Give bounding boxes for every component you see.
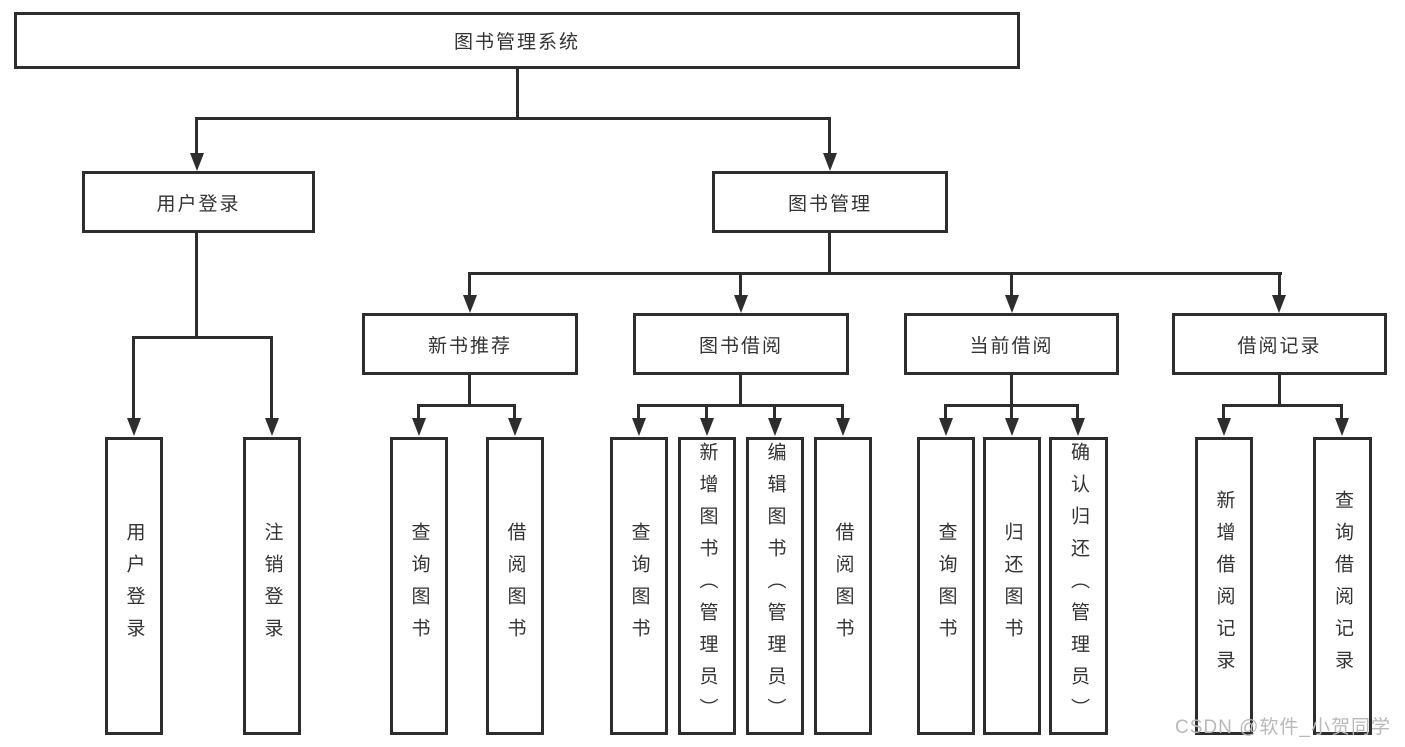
arrow-down-icon	[265, 418, 279, 436]
node-root-label: 图书管理系统	[453, 32, 580, 53]
leaf-edit-book-admin: 编辑图书（管理员）	[746, 437, 804, 735]
connector-vline	[1076, 404, 1079, 420]
leaf-user-login: 用户登录	[105, 437, 163, 735]
leaf-return-book: 归还图书	[983, 437, 1041, 735]
leaf-logout: 注销登录	[243, 437, 301, 735]
leaf-confirm-return-admin: 确认归还（管理员）	[1049, 437, 1108, 735]
node-new-book-recommend-label: 新书推荐	[427, 335, 512, 357]
leaf-query-books-current: 查询图书	[917, 437, 975, 735]
leaf-add-book-admin: 新增图书（管理员）	[678, 437, 736, 735]
arrow-down-icon	[190, 153, 204, 171]
arrow-down-icon	[734, 295, 748, 313]
leaf-borrow-books-recommend: 借阅图书	[486, 437, 544, 735]
connector-vline	[468, 272, 471, 296]
node-book-borrow: 图书借阅	[633, 313, 849, 375]
node-new-book-recommend: 新书推荐	[362, 313, 578, 375]
node-root: 图书管理系统	[14, 12, 1020, 69]
leaf-edit-book-admin-label: 编辑图书（管理员）	[764, 442, 786, 730]
connector-vline	[516, 68, 519, 120]
leaf-borrow-books-recommend-label: 借阅图书	[504, 522, 526, 650]
connector-vline	[195, 233, 198, 339]
connector-vline	[1278, 375, 1281, 407]
leaf-confirm-return-admin-label: 确认归还（管理员）	[1068, 442, 1089, 730]
arrow-down-icon	[127, 418, 141, 436]
connector-vline	[739, 375, 742, 407]
leaf-borrow-books: 借阅图书	[814, 437, 872, 735]
connector-vline	[705, 404, 708, 420]
arrow-down-icon	[1335, 418, 1349, 436]
arrow-down-icon	[1071, 418, 1085, 436]
arrow-down-icon	[1217, 418, 1231, 436]
connector-vline	[1222, 404, 1225, 420]
arrow-down-icon	[508, 418, 522, 436]
node-current-borrow: 当前借阅	[904, 313, 1119, 375]
arrow-down-icon	[412, 418, 426, 436]
connector-hline	[1222, 404, 1343, 407]
leaf-user-login-label: 用户登录	[123, 522, 145, 650]
node-book-management: 图书管理	[712, 171, 948, 233]
connector-vline	[1340, 404, 1343, 420]
connector-vline	[1278, 272, 1281, 296]
leaf-logout-label: 注销登录	[261, 522, 283, 650]
leaf-query-borrow-record-label: 查询借阅记录	[1332, 490, 1353, 682]
connector-hline	[637, 404, 844, 407]
connector-vline	[1010, 375, 1013, 407]
connector-vline	[637, 404, 640, 420]
arrow-down-icon	[836, 418, 850, 436]
arrow-down-icon	[823, 153, 837, 171]
connector-hline	[132, 336, 273, 339]
connector-vline	[828, 117, 831, 155]
leaf-query-books-borrow-label: 查询图书	[628, 522, 650, 650]
connector-vline	[944, 404, 947, 420]
connector-vline	[417, 404, 420, 420]
leaf-borrow-books-label: 借阅图书	[832, 522, 854, 650]
leaf-add-borrow-record-label: 新增借阅记录	[1213, 490, 1235, 682]
connector-vline	[739, 272, 742, 296]
connector-vline	[132, 336, 135, 420]
connector-vline	[468, 375, 471, 407]
leaf-query-books-current-label: 查询图书	[935, 522, 957, 650]
arrow-down-icon	[1005, 418, 1019, 436]
arrow-down-icon	[463, 295, 477, 313]
node-user-login: 用户登录	[82, 171, 315, 233]
connector-vline	[195, 117, 198, 155]
leaf-query-books-recommend: 查询图书	[390, 437, 448, 735]
connector-vline	[270, 336, 273, 420]
connector-vline	[773, 404, 776, 420]
leaf-add-book-admin-label: 新增图书（管理员）	[696, 442, 718, 730]
arrow-down-icon	[768, 418, 782, 436]
arrow-down-icon	[939, 418, 953, 436]
node-book-borrow-label: 图书借阅	[698, 335, 783, 357]
watermark-text: CSDN @软件_小贺同学	[1175, 717, 1391, 738]
connector-vline	[841, 404, 844, 420]
connector-hline	[417, 404, 516, 407]
node-current-borrow-label: 当前借阅	[969, 335, 1054, 357]
leaf-query-borrow-record: 查询借阅记录	[1313, 437, 1372, 735]
node-borrow-records-label: 借阅记录	[1237, 335, 1322, 357]
leaf-query-books-recommend-label: 查询图书	[408, 522, 430, 650]
connector-hline	[195, 117, 831, 120]
connector-vline	[1010, 272, 1013, 296]
arrow-down-icon	[1272, 295, 1286, 313]
node-borrow-records: 借阅记录	[1172, 313, 1387, 375]
leaf-query-books-borrow: 查询图书	[610, 437, 668, 735]
leaf-return-book-label: 归还图书	[1001, 522, 1023, 650]
leaf-add-borrow-record: 新增借阅记录	[1195, 437, 1253, 735]
connector-hline	[468, 272, 1282, 275]
arrow-down-icon	[700, 418, 714, 436]
node-user-login-label: 用户登录	[156, 193, 241, 215]
connector-vline	[1010, 404, 1013, 420]
node-book-management-label: 图书管理	[787, 193, 872, 215]
connector-vline	[513, 404, 516, 420]
connector-vline	[828, 233, 831, 275]
arrow-down-icon	[1005, 295, 1019, 313]
arrow-down-icon	[632, 418, 646, 436]
